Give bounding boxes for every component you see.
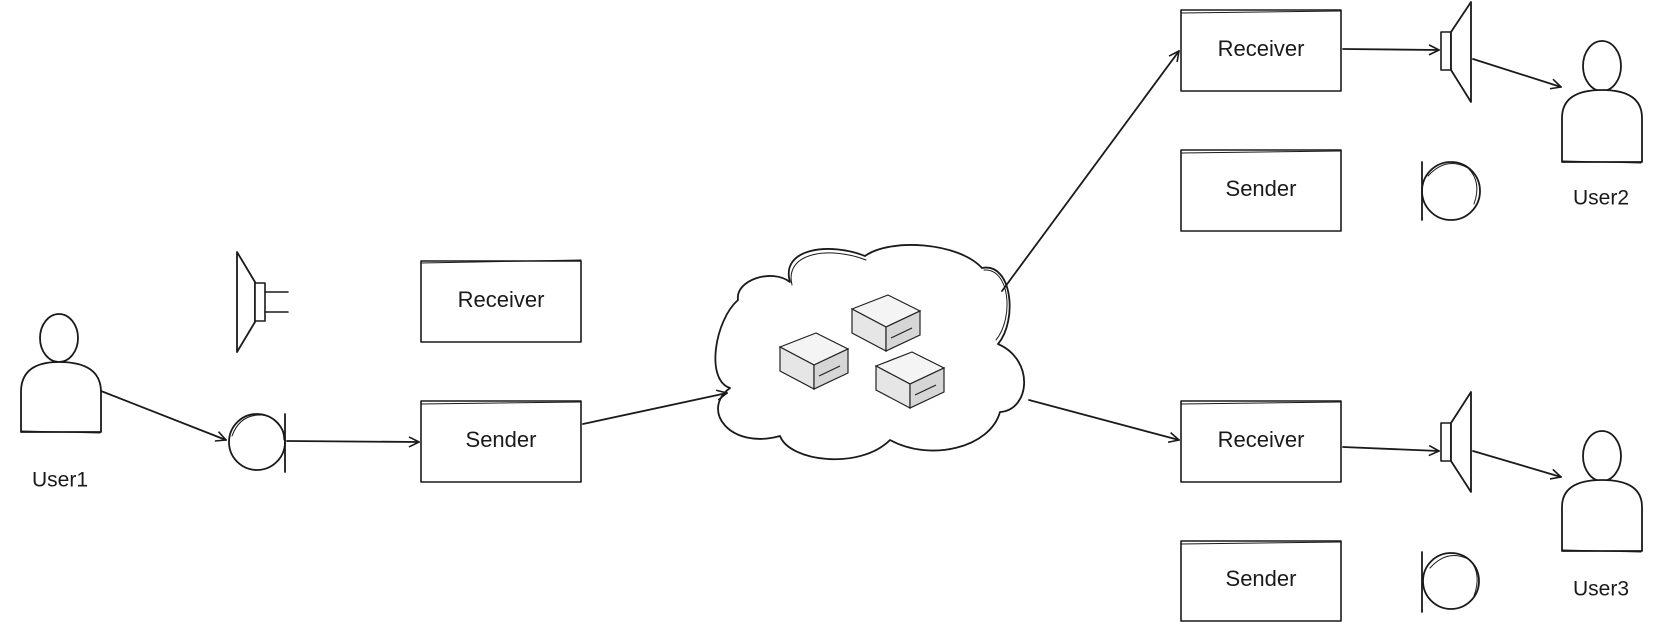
network-cloud: [714, 244, 1025, 461]
user3: User3: [1561, 430, 1643, 601]
cloud-icon: [714, 244, 1025, 461]
arrow-sender-to-cloud: [582, 389, 728, 425]
server-icon: [874, 351, 946, 409]
user2: User2: [1561, 40, 1643, 210]
arrow-user3-receiver-to-speaker: [1342, 444, 1440, 457]
flow-arrows: [100, 44, 1562, 480]
user1-receiver-box: Receiver: [420, 259, 582, 343]
user-icon: [1561, 40, 1643, 164]
arrow-cloud-to-user2-receiver: [1001, 50, 1180, 292]
arrow-user2-receiver-to-speaker: [1342, 44, 1440, 56]
arrow-cloud-to-user3-receiver: [1028, 399, 1180, 444]
user3-receiver-label: Receiver: [1218, 427, 1305, 452]
microphone-icon: [228, 413, 286, 473]
speaker-icon: [1440, 1, 1472, 103]
user1-receiver-label: Receiver: [458, 287, 545, 312]
speaker-icon: [1440, 391, 1472, 493]
user3-sender-box: Sender: [1180, 540, 1342, 622]
user3-receiver-box: Receiver: [1180, 400, 1342, 483]
server-icon: [850, 294, 922, 352]
user3-sender-label: Sender: [1226, 566, 1297, 591]
user1-label: User1: [32, 469, 88, 492]
user2-sender-label: Sender: [1226, 176, 1297, 201]
user3-label: User3: [1573, 578, 1629, 601]
user2-sender-box: Sender: [1180, 149, 1342, 232]
speaker-icon: [236, 251, 289, 353]
arrow-microphone-to-sender: [286, 436, 420, 448]
user2-label: User2: [1573, 187, 1629, 210]
microphone-icon: [1421, 161, 1481, 221]
arrow-speaker-to-user3: [1472, 450, 1562, 480]
user2-receiver-label: Receiver: [1218, 36, 1305, 61]
arrow-speaker-to-user2: [1472, 58, 1562, 90]
arrow-user1-to-microphone: [100, 390, 227, 442]
user1-sender-label: Sender: [466, 427, 537, 452]
user-icon: [20, 313, 102, 434]
user1: User1: [20, 313, 102, 492]
server-icon: [778, 332, 850, 390]
microphone-icon: [1421, 551, 1480, 613]
user1-sender-box: Sender: [420, 400, 582, 483]
user2-receiver-box: Receiver: [1180, 9, 1342, 92]
user-icon: [1561, 430, 1643, 553]
